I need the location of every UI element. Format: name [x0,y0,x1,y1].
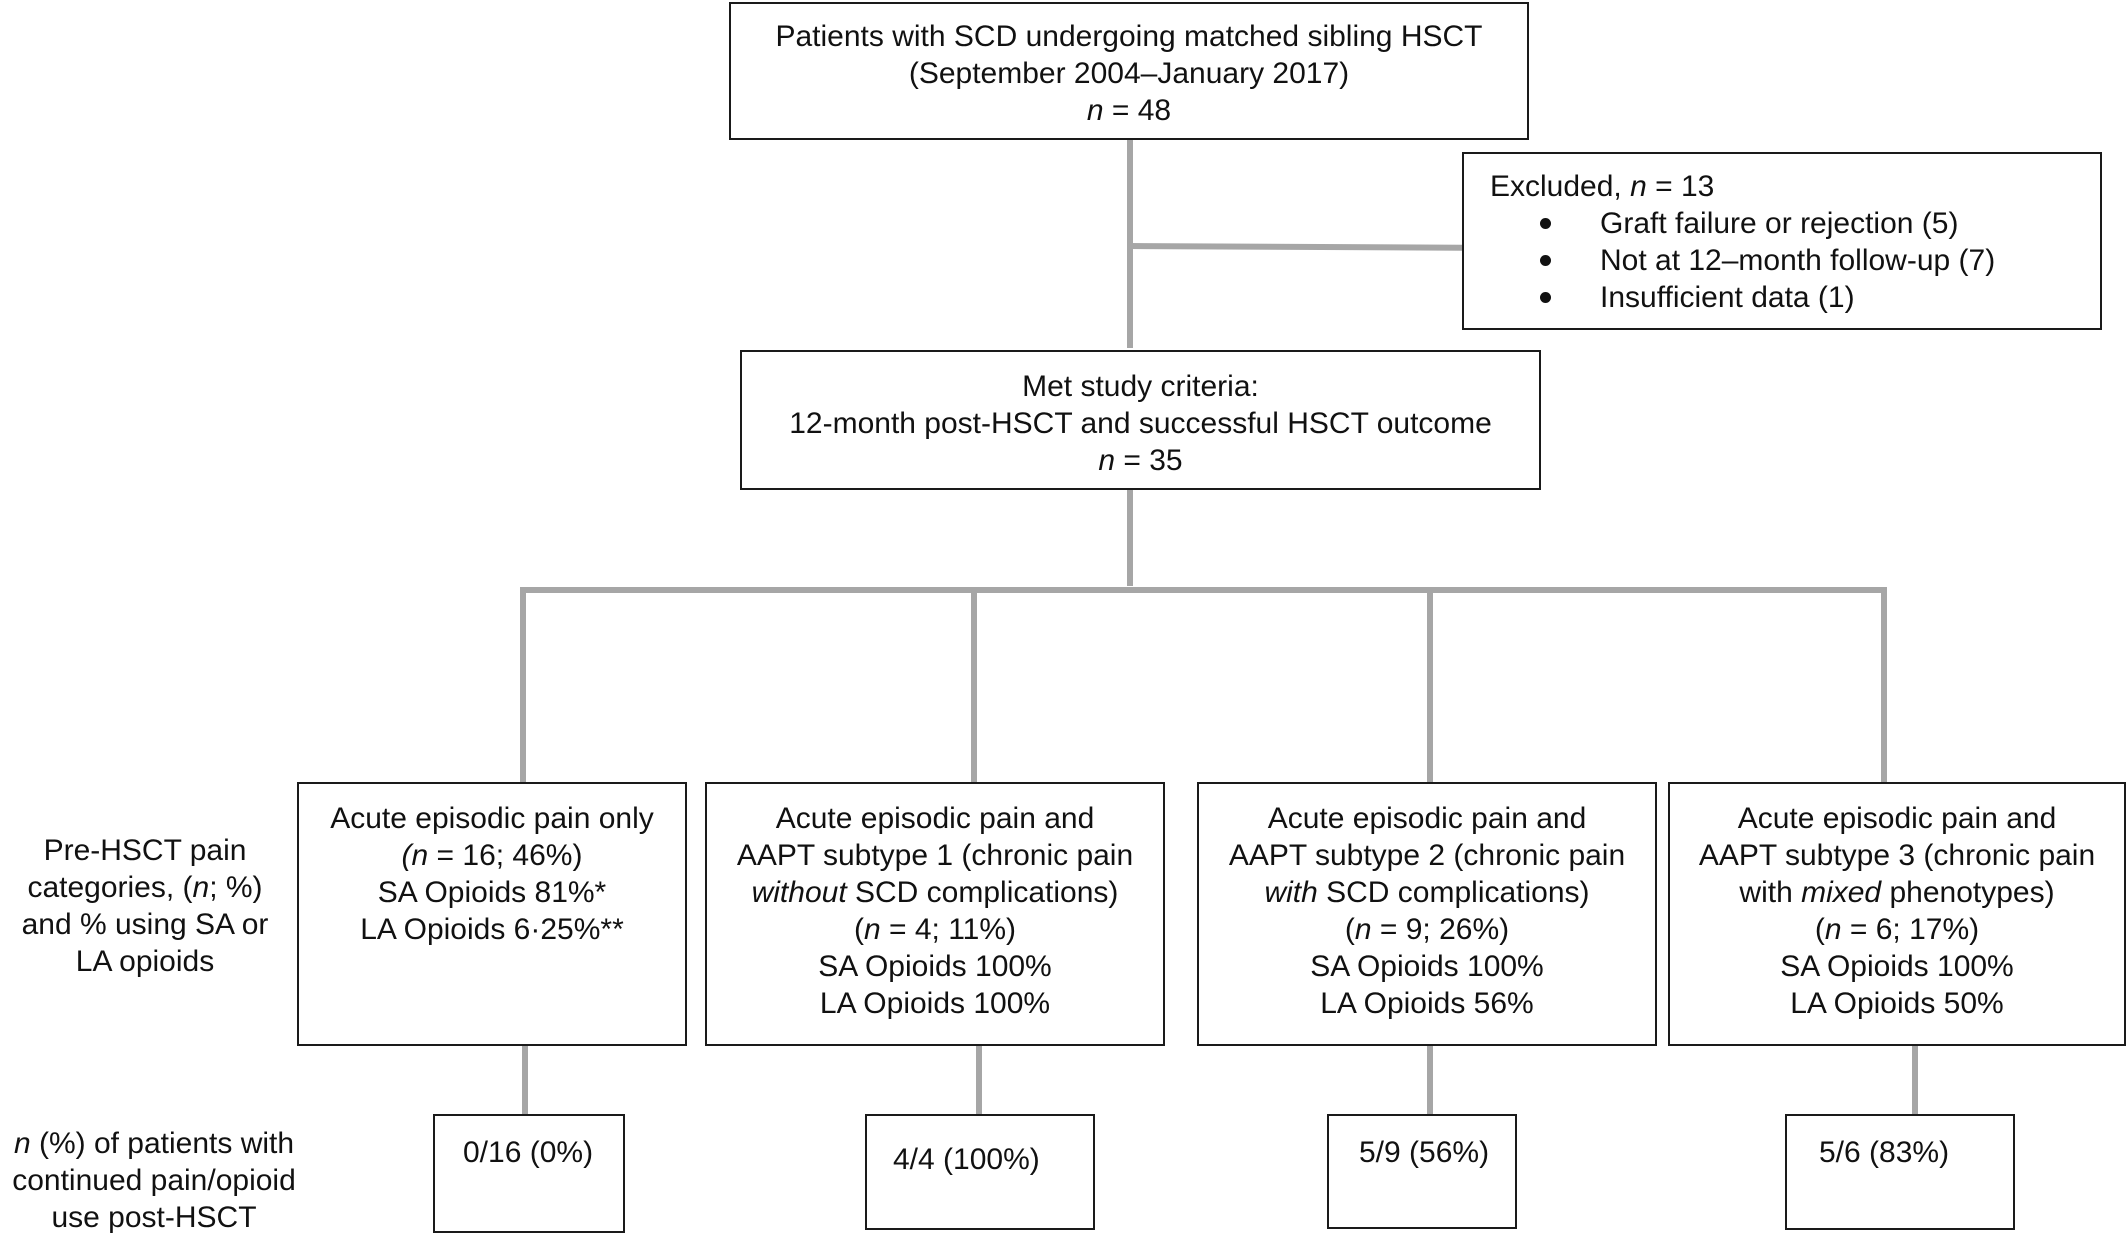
category-qualifier: without SCD complications) [751,876,1119,909]
category-count: (n = 6; 17%) [1814,913,1980,946]
excluded-reason: Not at 12–month follow-up (7) [1464,242,2100,279]
criteria-count: n = 35 [1098,444,1183,477]
category-box-aapt-subtype-3: Acute episodic pain and AAPT subtype 3 (… [1668,782,2126,1046]
side-label-line: LA opioids [75,945,215,978]
category-la-opioids: LA Opioids 56% [1320,987,1534,1020]
study-criteria-box: Met study criteria: 12-month post-HSCT a… [740,350,1541,490]
category-la-opioids: LA Opioids 100% [819,987,1051,1020]
enrolled-line-2: (September 2004–January 2017) [908,57,1350,90]
bullet-icon [1540,292,1551,303]
category-title: Acute episodic pain and [775,802,1095,835]
excluded-heading: Excluded, n = 13 [1490,170,1715,203]
category-box-aapt-subtype-2: Acute episodic pain and AAPT subtype 2 (… [1197,782,1657,1046]
outcome-box-aapt-subtype-1: 4/4 (100%) [865,1114,1095,1230]
category-count: (n = 9; 26%) [1344,913,1510,946]
category-count: (n = 4; 11%) [853,913,1017,946]
enrolled-line-1: Patients with SCD undergoing matched sib… [775,20,1483,53]
connector-branch-2 [971,587,977,782]
connector-outcome-1 [522,1046,528,1114]
category-subtype: AAPT subtype 1 (chronic pain [736,839,1134,872]
connector-branch-4 [1881,587,1887,782]
category-la-opioids: LA Opioids 50% [1790,987,2004,1020]
outcome-box-acute-only: 0/16 (0%) [433,1114,625,1233]
excluded-box: Excluded, n = 13 Graft failure or reject… [1462,152,2102,330]
excluded-reason: Graft failure or rejection (5) [1464,205,2100,242]
category-title: Acute episodic pain only [330,802,654,835]
connector-outcome-4 [1912,1046,1918,1114]
outcome-side-label: n (%) of patients with continued pain/op… [0,1125,308,1236]
side-label-line: continued pain/opioid [12,1164,296,1197]
side-label-line: and % using SA or [21,908,269,941]
category-title: Acute episodic pain and [1737,802,2057,835]
criteria-line-1: Met study criteria: [1022,370,1259,403]
category-count: (n = 16; 46%) [401,839,583,872]
category-subtype: AAPT subtype 2 (chronic pain [1228,839,1626,872]
pain-categories-side-label: Pre-HSCT pain categories, (n; %) and % u… [0,832,290,980]
category-title: Acute episodic pain and [1267,802,1587,835]
outcome-value: 5/6 (83%) [1819,1136,1950,1169]
bullet-icon [1540,255,1551,266]
connector-excluded-branch [1129,243,1463,251]
category-subtype: AAPT subtype 3 (chronic pain [1698,839,2096,872]
outcome-value: 5/9 (56%) [1359,1136,1490,1169]
outcome-value: 4/4 (100%) [893,1143,1040,1176]
outcome-value: 0/16 (0%) [463,1136,594,1169]
category-qualifier: with mixed phenotypes) [1739,876,2055,909]
connector-outcome-3 [1427,1046,1433,1114]
category-qualifier: with SCD complications) [1264,876,1590,909]
connector-criteria-vertical [1127,490,1133,586]
side-label-line: categories, (n; %) [27,871,263,904]
enrolled-patients-box: Patients with SCD undergoing matched sib… [729,2,1529,140]
side-label-line: use post-HSCT [51,1201,257,1234]
connector-branch-horizontal [520,587,1887,593]
excluded-reason: Insufficient data (1) [1464,279,2100,316]
category-box-acute-only: Acute episodic pain only (n = 16; 46%) S… [297,782,687,1046]
side-label-line: Pre-HSCT pain [43,834,247,867]
outcome-box-aapt-subtype-3: 5/6 (83%) [1785,1114,2015,1230]
outcome-box-aapt-subtype-2: 5/9 (56%) [1327,1114,1517,1229]
connector-outcome-2 [976,1046,982,1114]
category-box-aapt-subtype-1: Acute episodic pain and AAPT subtype 1 (… [705,782,1165,1046]
excluded-reasons-list: Graft failure or rejection (5) Not at 12… [1464,205,2100,316]
category-sa-opioids: SA Opioids 100% [1310,950,1544,983]
enrolled-count: n = 48 [1086,94,1172,127]
side-label-line: n (%) of patients with [13,1127,295,1160]
category-la-opioids: LA Opioids 6·25%** [360,913,624,946]
connector-branch-3 [1427,587,1433,782]
criteria-line-2: 12-month post-HSCT and successful HSCT o… [789,407,1492,440]
connector-branch-1 [520,587,526,782]
category-sa-opioids: SA Opioids 81%* [377,876,607,909]
bullet-icon [1540,218,1551,229]
category-sa-opioids: SA Opioids 100% [1780,950,2014,983]
category-sa-opioids: SA Opioids 100% [818,950,1052,983]
